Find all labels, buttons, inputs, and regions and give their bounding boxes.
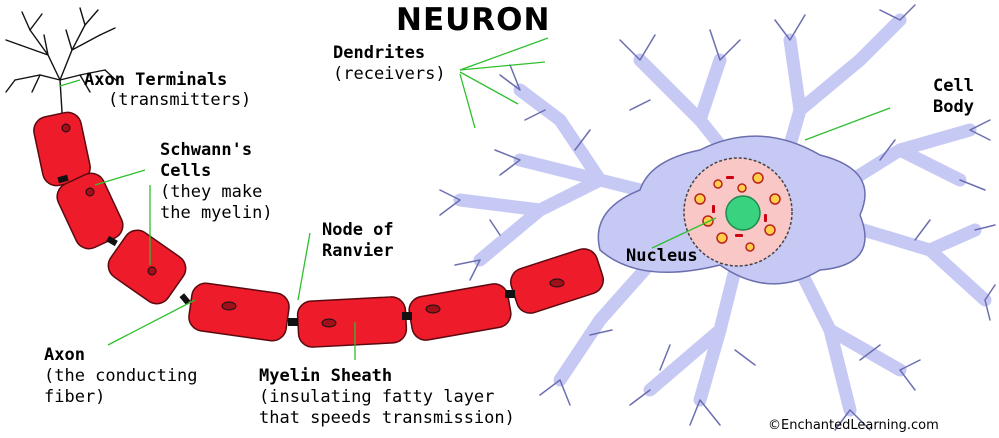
label-schwann-2: Cells: [160, 161, 211, 182]
note-schwann-1: (they make: [160, 182, 262, 203]
note-axon-2: fiber): [44, 387, 105, 408]
label-nucleus: Nucleus: [626, 246, 698, 267]
label-myelin-sheath: Myelin Sheath: [259, 366, 392, 387]
nucleus: [684, 158, 792, 266]
label-axon: Axon: [44, 345, 85, 366]
note-myelin-1: (insulating fatty layer: [259, 387, 494, 408]
label-cell-body-2: Body: [933, 97, 974, 118]
axon-terminals: [6, 8, 118, 120]
label-dendrites: Dendrites: [333, 43, 425, 64]
label-cell-body-1: Cell: [933, 76, 974, 97]
label-node-2: Ranvier: [322, 241, 394, 262]
label-axon-terminals: Axon Terminals: [84, 70, 227, 91]
credit-text: ©EnchantedLearning.com: [768, 418, 939, 433]
note-axon-1: (the conducting: [44, 366, 198, 387]
note-myelin-2: that speeds transmission): [259, 408, 515, 429]
note-dendrites: (receivers): [333, 64, 446, 85]
label-schwann-1: Schwann's: [160, 140, 252, 161]
note-axon-terminals: (transmitters): [108, 90, 251, 111]
diagram-title: NEURON: [396, 2, 550, 38]
label-node-1: Node of: [322, 220, 394, 241]
note-schwann-2: the myelin): [160, 203, 273, 224]
